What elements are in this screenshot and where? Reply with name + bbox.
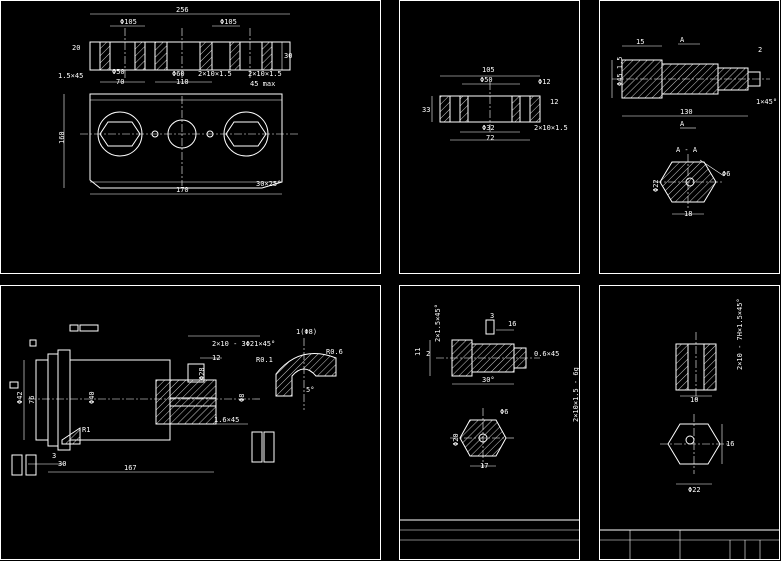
s3-section-label-1: Φ22 — [652, 179, 660, 192]
s6-label-0: 2×10 - 7H×1.5×45° — [736, 298, 744, 370]
s4-label-2: R0.1 — [256, 356, 273, 364]
s5-label-2: 16 — [508, 320, 516, 328]
s1-top-label-3: 20 — [72, 44, 80, 52]
s5-label-6: 30° — [482, 376, 495, 384]
s4-label-3: R0.6 — [326, 348, 343, 356]
s3-shaft-label-5: 1×45° — [756, 98, 777, 106]
s4-label-1: 12 — [212, 354, 220, 362]
s2-label-3: 12 — [550, 98, 558, 106]
s3-section-label-0: A - A — [676, 146, 698, 154]
s5-label-1: 3 — [490, 312, 494, 320]
s5-label-5: 0.6×45 — [534, 350, 559, 358]
sheet6-section — [660, 414, 728, 485]
s3-shaft-label-0: A — [680, 36, 685, 44]
s2-label-0: 105 — [482, 66, 495, 74]
s2-label-1: Φ50 — [480, 76, 493, 84]
s1-bottom-label-3: Φ60 — [172, 70, 185, 78]
s2-label-5: Φ32 — [482, 124, 495, 132]
s2-label-4: 33 — [422, 106, 430, 114]
s1-top-label-0: 256 — [176, 6, 189, 14]
sheet-frame-1 — [0, 0, 381, 274]
s5-label-8: Φ20 — [452, 433, 460, 446]
s1-bottom-label-6: 2×10×1.5 — [248, 70, 282, 78]
sheet-frame-2 — [399, 0, 580, 274]
s1-plan-label-0: 160 — [58, 131, 66, 144]
s5-label-3: 11 — [414, 348, 422, 356]
s1-top-label-2: Φ105 — [220, 18, 237, 26]
s5-label-7: 2×10×1.5 - 6g — [572, 367, 580, 422]
s1-top-label-1: Φ105 — [120, 18, 137, 26]
sheet5-section — [450, 408, 516, 468]
sheet3-section — [654, 154, 725, 215]
s4-label-4: 1(Φ8) — [296, 328, 317, 336]
sheet3-shaft — [611, 43, 770, 129]
s4-label-6: Φ28 — [198, 367, 206, 380]
s4-label-10: 76 — [28, 396, 36, 404]
s5-label-0: 2×1.5×45° — [434, 304, 442, 342]
s6-label-1: 10 — [690, 396, 698, 404]
s4-label-9: Φ42 — [16, 391, 24, 404]
s5-label-4: 2 — [426, 350, 430, 358]
sheet5-part — [429, 319, 540, 385]
sheet-frame-6 — [599, 285, 780, 560]
s4-label-12: 1.6×45 — [214, 416, 239, 424]
s2-label-2: Φ12 — [538, 78, 551, 86]
s3-shaft-label-4: 130 — [680, 108, 693, 116]
s3-shaft-label-2: 2 — [758, 46, 762, 54]
s1-plan-label-2: 30×25° — [256, 180, 281, 188]
s5-label-9: 17 — [480, 462, 488, 470]
s3-shaft-label-1: 15 — [636, 38, 644, 46]
sheet2-part — [431, 75, 541, 141]
s4-label-13: 3 — [52, 452, 56, 460]
s4-label-0: 2×10 - 3Φ21×45° — [212, 340, 275, 348]
sheet-frame-4 — [0, 285, 381, 560]
s6-label-3: Φ22 — [688, 486, 701, 494]
s4-label-8: 5° — [306, 386, 314, 394]
s4-label-15: 167 — [124, 464, 137, 472]
s4-label-7: Φ8 — [238, 394, 246, 402]
s1-bottom-label-5: 2×10×1.5 — [198, 70, 232, 78]
sheet6-part — [675, 332, 717, 400]
s5-label-10: Φ6 — [500, 408, 508, 416]
s3-shaft-label-6: A — [680, 120, 685, 128]
s6-label-2: 16 — [726, 440, 734, 448]
s4-label-14: 30 — [58, 460, 66, 468]
sheet-frame-3 — [599, 0, 780, 274]
title-block-6 — [600, 529, 780, 560]
s3-section-label-3: Φ6 — [722, 170, 730, 178]
title-block-5 — [400, 519, 580, 541]
s1-top-label-4: 30 — [284, 52, 292, 60]
s4-label-11: R1 — [82, 426, 90, 434]
s1-bottom-label-0: 1.5×45 — [58, 72, 83, 80]
s3-shaft-label-3: Φ45 1.5 — [616, 56, 624, 86]
sheet1-plan-view — [63, 93, 300, 195]
sheet4-detail — [275, 338, 337, 410]
sheet4-part — [9, 324, 275, 476]
s2-label-7: 2×10×1.5 — [534, 124, 568, 132]
s1-bottom-label-1: Φ50 — [112, 68, 125, 76]
s1-plan-label-1: 170 — [176, 186, 189, 194]
s3-section-label-2: 18 — [684, 210, 692, 218]
sheet1-front-view — [89, 13, 291, 83]
s1-bottom-label-4: 110 — [176, 78, 189, 86]
s4-label-5: Φ40 — [88, 391, 96, 404]
sheet-frame-5 — [399, 285, 580, 560]
s1-bottom-label-7: 45 max — [250, 80, 275, 88]
s1-bottom-label-2: 70 — [116, 78, 124, 86]
s2-label-6: 72 — [486, 134, 494, 142]
